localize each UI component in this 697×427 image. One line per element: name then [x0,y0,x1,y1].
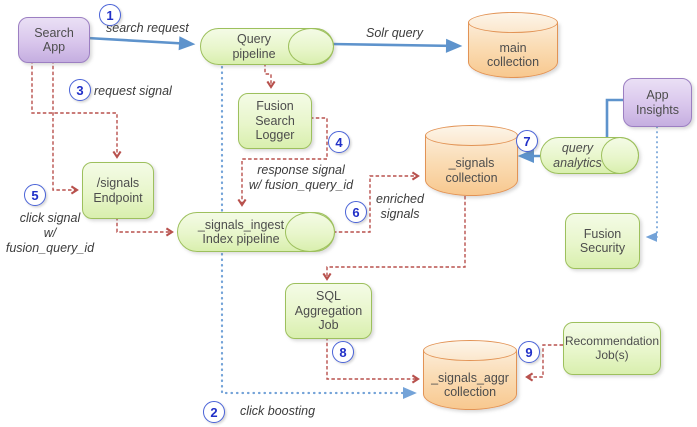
node-fusion-search-logger: Fusion Search Logger [238,93,312,149]
edge-enriched-signals [333,176,418,233]
step-badge-2: 2 [203,401,225,423]
edge-sql-to-aggr [326,337,418,379]
step-badge-1: 1 [99,4,121,26]
label-click-boosting: click boosting [240,404,316,418]
signals-endpoint-label: /signals Endpoint [93,176,143,205]
database-icon [423,340,517,361]
label-response-signal: response signal w/ fusion_query_id [248,163,354,192]
edge-endpoint-to-ingest [116,217,172,232]
main-collection-label: main collection [486,40,540,69]
node-signals-aggr-collection: _signals_aggr collection [423,340,517,410]
node-signals-ingest-pipeline: _signals_ingest Index pipeline [177,212,335,252]
node-signals-collection: _signals collection [425,125,518,196]
pipeline-stage-ellipse-icon [285,212,335,252]
edge-request-signal [31,60,117,157]
edge-recommendation-to-aggr [527,344,563,377]
node-app-insights: App Insights [623,78,692,127]
signals-aggr-collection-label: _signals_aggr collection [431,370,509,399]
label-search-request: search request [106,21,189,35]
app-insights-label: App Insights [635,88,680,117]
step-badge-5: 5 [24,184,46,206]
edge-response-signal [242,117,328,205]
signals-ingest-label: _signals_ingest Index pipeline [197,217,285,246]
step-badge-3: 3 [69,79,91,101]
step-badge-6: 6 [345,201,367,223]
edge-signals-to-sql [327,196,466,279]
label-enriched-signals: enriched signals [376,192,424,221]
edge-app-insights-to-security [645,126,658,242]
database-icon [425,125,518,146]
label-request-signal: request signal [94,84,172,98]
edge-app-insights-to-analytics [605,98,623,138]
database-icon [468,12,558,33]
query-analytics-label: query analytics [553,141,602,170]
pipeline-stage-ellipse-icon [601,137,639,174]
fusion-security-label: Fusion Security [579,226,626,255]
step-badge-4: 4 [328,131,350,153]
edge-pipeline-to-logger [264,63,271,87]
edge-solr-query [330,38,463,53]
step-badge-8: 8 [332,341,354,363]
step-badge-9: 9 [518,341,540,363]
node-main-collection: main collection [468,12,558,78]
label-solr-query: Solr query [366,26,423,40]
node-query-analytics: query analytics [540,137,639,174]
node-signals-endpoint: /signals Endpoint [82,162,154,219]
sql-aggregation-job-label: SQL Aggregation Job [294,289,363,333]
node-recommendation-jobs: Recommendation Job(s) [563,322,661,375]
node-search-app: Search App [18,17,90,63]
recommendation-jobs-label: Recommendation Job(s) [564,333,660,362]
signals-collection-label: _signals collection [445,156,498,185]
search-app-label: Search App [34,25,74,54]
edge-click-signal [52,60,77,190]
query-pipeline-label: Query pipeline [232,32,276,61]
fusion-search-logger-label: Fusion Search Logger [255,99,295,143]
node-fusion-security: Fusion Security [565,213,640,269]
node-query-pipeline: Query pipeline [200,28,334,65]
edge-click-boosting [220,65,417,399]
node-sql-aggregation-job: SQL Aggregation Job [285,283,372,339]
label-click-signal: click signal w/ fusion_query_id [5,211,95,255]
step-badge-7: 7 [516,130,538,152]
pipeline-stage-ellipse-icon [288,28,334,65]
edge-search-request [86,36,196,51]
